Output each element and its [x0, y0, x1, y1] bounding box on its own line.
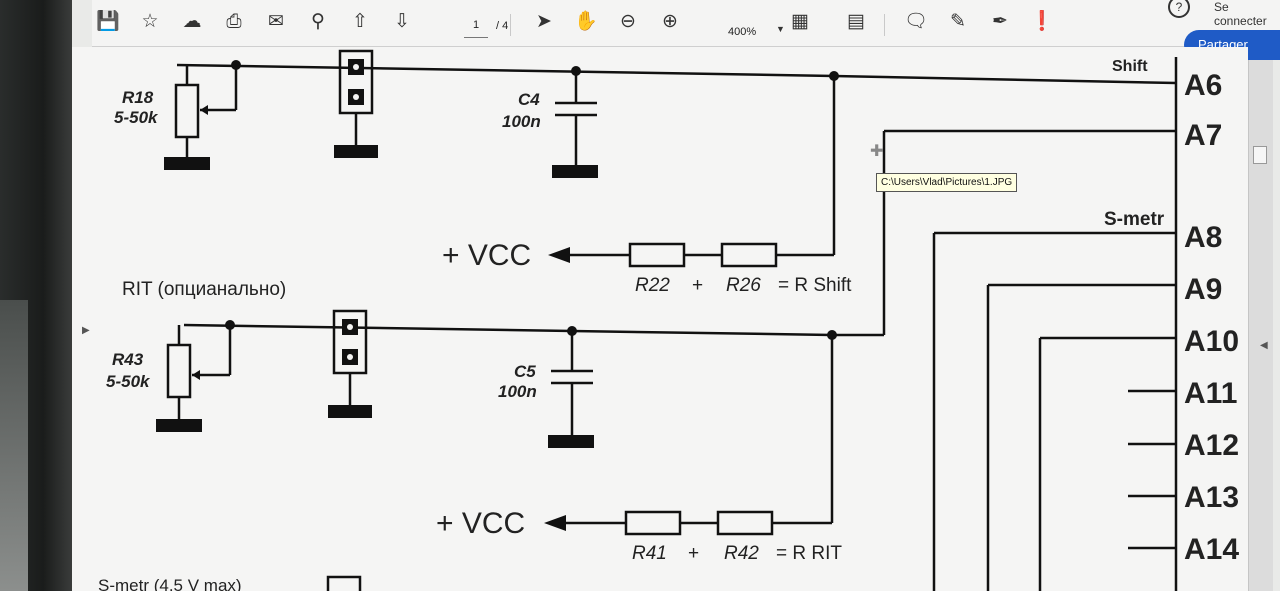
shift-top-label: Shift [1112, 58, 1148, 75]
pin-a11: A11 [1184, 377, 1237, 410]
file-path-tooltip: C:\Users\Vlad\Pictures\1.JPG [876, 173, 1018, 192]
fit-page-icon[interactable]: ▦ [791, 11, 809, 32]
chevron-down-icon[interactable]: ▼ [776, 24, 785, 34]
crosshair-cursor-icon: ✚ [870, 143, 884, 160]
monitor-stand [0, 300, 28, 591]
c5-label: C5 [514, 362, 536, 381]
ground-bar [328, 405, 372, 418]
zoom-out-icon[interactable]: ⊖ [620, 11, 636, 32]
r26-resistor [720, 242, 778, 268]
fill-sign-icon[interactable]: ❗ [1030, 11, 1054, 32]
comment-icon[interactable]: 🗨 [904, 11, 929, 32]
vcc-label-top: + VCC [442, 239, 531, 272]
zoom-level[interactable]: 400% [728, 26, 757, 38]
toolbar-divider [510, 14, 511, 36]
ground-bar [552, 165, 598, 178]
vcc-arrow [548, 247, 570, 263]
scroll-mode-icon[interactable]: ▤ [847, 11, 865, 32]
shift-to-a6-wire [833, 74, 1177, 85]
eq1-r22: R22 [635, 275, 670, 296]
vcc-arrow [544, 515, 566, 531]
r18-resistor [174, 83, 200, 139]
pin-a14: A14 [1184, 533, 1239, 566]
hand-icon[interactable]: ✋ [574, 11, 598, 32]
r42-resistor [716, 510, 774, 536]
pin-a6: A6 [1184, 69, 1222, 102]
pin-a13: A13 [1184, 481, 1239, 514]
mail-icon[interactable]: ✉ [268, 11, 284, 32]
toolbar-divider [884, 14, 885, 36]
pin-a9: A9 [1184, 273, 1222, 306]
arrow-up-icon[interactable]: ⇧ [352, 11, 368, 32]
pin-a8: A8 [1184, 221, 1222, 254]
r18-value: 5-50k [114, 108, 159, 127]
eq2-r41: R41 [632, 543, 667, 564]
rit-rail-wire [183, 323, 833, 337]
star-icon[interactable]: ☆ [141, 11, 159, 32]
page-number-input[interactable]: 1 [464, 19, 488, 38]
pin-a12: A12 [1184, 429, 1239, 462]
print-icon[interactable]: ⎙ [226, 11, 242, 32]
vcc-label-bottom: + VCC [436, 507, 525, 540]
schematic-drawing: Shift R18 5-50k C4 100n + VCC R22 + R26 … [98, 49, 1239, 591]
zoom-in-icon[interactable]: ⊕ [662, 11, 678, 32]
ground-bar [548, 435, 594, 448]
ground-bar [156, 419, 202, 432]
r18-label: R18 [122, 88, 154, 107]
r41-resistor [624, 510, 682, 536]
expand-left-panel-icon[interactable]: ▶ [82, 325, 90, 336]
smetr-bottom-label: S-metr (4.5 V max) [98, 576, 242, 591]
r43-resistor [166, 343, 192, 399]
eq2-result: = R RIT [776, 543, 842, 564]
pin-a10: A10 [1184, 325, 1239, 358]
pdf-viewer-window: 💾 ☆ ☁ ⎙ ✉ ⚲ ⇧ ⇩ 1 / 4 ➤ ✋ ⊖ ⊕ 400% ▼ ▦ ▤… [72, 0, 1280, 591]
r22-resistor [628, 242, 686, 268]
cursor-icon[interactable]: ➤ [536, 11, 552, 32]
page-total: / 4 [496, 20, 509, 32]
pin-a7: A7 [1184, 119, 1222, 152]
document-page: Shift R18 5-50k C4 100n + VCC R22 + R26 … [72, 47, 1248, 591]
eq2-r42: R42 [724, 543, 759, 564]
collapse-right-panel-icon[interactable]: ◀ [1260, 340, 1268, 351]
ground-bar [164, 157, 210, 170]
ground-bar [334, 145, 378, 158]
sign-in-link[interactable]: Se connecter [1214, 0, 1267, 28]
sign-icon[interactable]: ✒ [992, 11, 1008, 32]
eq1-r26: R26 [726, 275, 761, 296]
toolbar: 💾 ☆ ☁ ⎙ ✉ ⚲ ⇧ ⇩ 1 / 4 ➤ ✋ ⊖ ⊕ 400% ▼ ▦ ▤… [92, 0, 1280, 47]
arrow-down-icon[interactable]: ⇩ [394, 11, 410, 32]
smetr-label: S-metr [1104, 209, 1165, 230]
eq1-plus: + [692, 275, 703, 296]
search-icon[interactable]: ⚲ [311, 11, 325, 32]
c4-value: 100n [502, 112, 541, 131]
r43-value: 5-50k [106, 372, 151, 391]
help-icon[interactable]: ? [1168, 0, 1190, 18]
shift-rail-wire [176, 63, 835, 78]
cloud-upload-icon[interactable]: ☁ [182, 11, 202, 32]
r43-label: R43 [112, 350, 144, 369]
eq2-plus: + [688, 543, 699, 564]
c4-label: C4 [518, 90, 540, 109]
save-icon[interactable]: 💾 [96, 11, 120, 32]
scrollbar-thumb[interactable] [1253, 146, 1267, 164]
vertical-scrollbar[interactable] [1248, 60, 1273, 591]
c5-value: 100n [498, 382, 537, 401]
pen-icon[interactable]: ✎ [950, 11, 966, 32]
rit-title: RIT (опцианально) [122, 279, 286, 300]
eq1-result: = R Shift [778, 275, 852, 296]
